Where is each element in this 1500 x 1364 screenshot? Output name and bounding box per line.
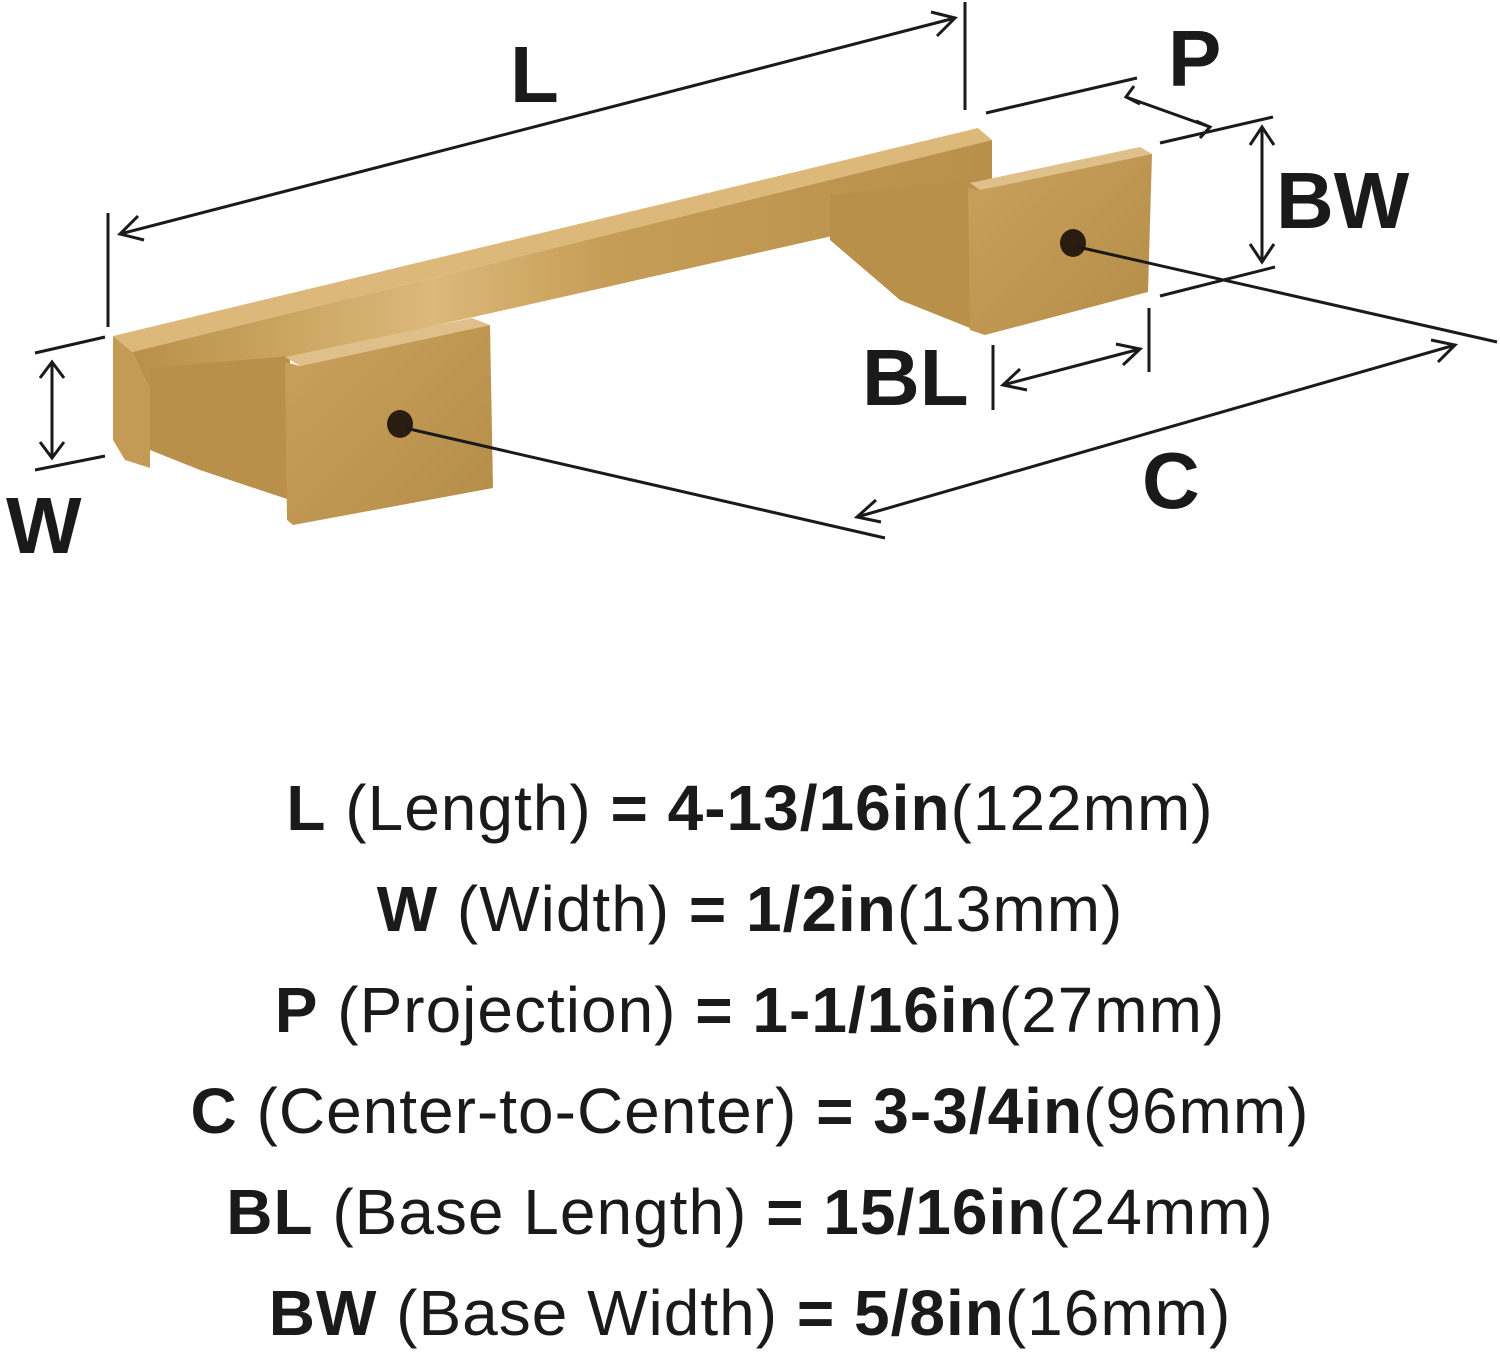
label-p: P	[1168, 14, 1221, 103]
p-arrow-bottom	[1195, 119, 1213, 140]
c-leader-right	[1077, 245, 1498, 344]
w-arrow-bottom	[38, 441, 66, 461]
label-l: L	[510, 30, 559, 119]
spec-imperial: 15/16in	[823, 1176, 1048, 1248]
c-leader-left	[404, 426, 886, 540]
spec-equals: =	[695, 974, 734, 1046]
spec-base-width: BW (Base Width) = 5/8in(16mm)	[0, 1263, 1500, 1364]
right-post	[830, 180, 975, 330]
right-screw-hole	[1060, 229, 1086, 257]
l-dimension-line	[119, 16, 956, 236]
spec-metric: (16mm)	[1004, 1277, 1232, 1349]
bl-dimension-line	[1002, 347, 1141, 387]
spec-imperial: 1-1/16in	[752, 974, 999, 1046]
pull-handle-diagram: L P BW BL W C	[6, 2, 1498, 570]
w-arrow-top	[38, 359, 66, 379]
right-base-top	[970, 147, 1152, 190]
l-arrow-left	[117, 214, 145, 242]
spec-imperial: 4-13/16in	[667, 772, 951, 844]
p-extension-bottom	[1159, 115, 1274, 145]
bw-arrow-top	[1248, 124, 1276, 146]
spec-equals: =	[688, 873, 728, 945]
spec-length: L (Length) = 4-13/16in(122mm)	[0, 758, 1500, 859]
spec-name: (Length)	[345, 772, 592, 844]
w-extension-top	[34, 335, 106, 355]
spec-metric: (96mm)	[1083, 1075, 1310, 1147]
spec-width: W (Width) = 1/2in(13mm)	[0, 859, 1500, 960]
bw-arrow-bottom	[1248, 243, 1276, 265]
spec-code: L	[286, 772, 327, 844]
spec-metric: (24mm)	[1047, 1176, 1274, 1248]
spec-name: (Center-to-Center)	[256, 1075, 798, 1147]
spec-equals: =	[816, 1075, 855, 1147]
spec-name: (Width)	[456, 873, 671, 945]
spec-metric: (13mm)	[896, 873, 1124, 945]
bw-extension-bottom	[1159, 265, 1276, 298]
label-bl: BL	[862, 333, 969, 422]
spec-imperial: 3-3/4in	[873, 1075, 1084, 1147]
spec-equals: =	[796, 1277, 836, 1349]
left-post	[150, 356, 290, 500]
spec-code: W	[376, 873, 439, 945]
spec-projection: P (Projection) = 1-1/16in(27mm)	[0, 960, 1500, 1061]
spec-equals: =	[610, 772, 649, 844]
bl-arrow-right	[1115, 342, 1144, 367]
l-arrow-right	[930, 10, 958, 38]
spec-metric: (27mm)	[998, 974, 1226, 1046]
spec-code: BW	[268, 1277, 378, 1349]
c-arrow-right	[1430, 338, 1459, 364]
label-bw: BW	[1276, 156, 1410, 245]
handle-bar-front	[132, 140, 992, 390]
bl-arrow-left	[999, 367, 1028, 392]
handle-bar-top	[113, 128, 992, 352]
spec-name: (Projection)	[337, 974, 677, 1046]
spec-metric: (122mm)	[950, 772, 1214, 844]
label-w: W	[6, 481, 82, 570]
dimension-spec-list: L (Length) = 4-13/16in(122mm) W (Width) …	[0, 758, 1500, 1364]
left-screw-hole	[387, 410, 413, 438]
left-base-top	[285, 318, 490, 366]
spec-name: (Base Width)	[396, 1277, 779, 1349]
spec-center-to-center: C (Center-to-Center) = 3-3/4in(96mm)	[0, 1061, 1500, 1162]
p-arrow-top	[1123, 85, 1141, 106]
spec-code: BL	[226, 1176, 314, 1248]
w-extension-bottom	[34, 454, 106, 472]
spec-equals: =	[766, 1176, 805, 1248]
right-base-front	[968, 154, 1152, 335]
spec-imperial: 5/8in	[853, 1277, 1005, 1349]
label-c: C	[1142, 436, 1200, 525]
c-arrow-left	[853, 498, 882, 524]
c-dimension-line	[856, 343, 1456, 519]
handle-left-end	[113, 336, 150, 468]
p-extension-top	[985, 76, 1138, 115]
spec-name: (Base Length)	[332, 1176, 748, 1248]
spec-code: C	[190, 1075, 238, 1147]
spec-code: P	[274, 974, 319, 1046]
spec-imperial: 1/2in	[746, 873, 897, 945]
spec-base-length: BL (Base Length) = 15/16in(24mm)	[0, 1162, 1500, 1263]
